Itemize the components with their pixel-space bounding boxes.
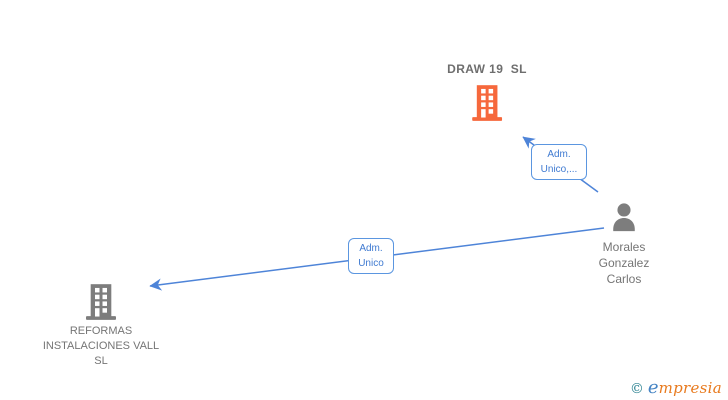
empresia-logo[interactable]: © e mpresia [630,377,722,398]
empresia-brand-initial: e [647,377,659,398]
node-person-morales[interactable]: Morales Gonzalez Carlos [584,202,664,287]
node-company-reformas[interactable]: REFORMAS INSTALACIONES VALL SL [40,284,162,369]
edge-label-adm-unico-left[interactable]: Adm. Unico [348,238,394,274]
building-icon [472,85,502,121]
person-name-label: Morales Gonzalez Carlos [598,240,650,286]
person-icon [609,202,639,232]
company-name-label: DRAW 19 SL [447,62,527,76]
node-company-draw19[interactable]: DRAW 19 SL [447,62,527,121]
building-icon [86,284,116,320]
empresia-brand-rest: mpresia [658,379,722,397]
company-name-label: REFORMAS INSTALACIONES VALL SL [42,325,166,367]
copyright-icon: © [629,381,644,397]
edge-label-adm-unico-top[interactable]: Adm. Unico,... [531,144,587,180]
